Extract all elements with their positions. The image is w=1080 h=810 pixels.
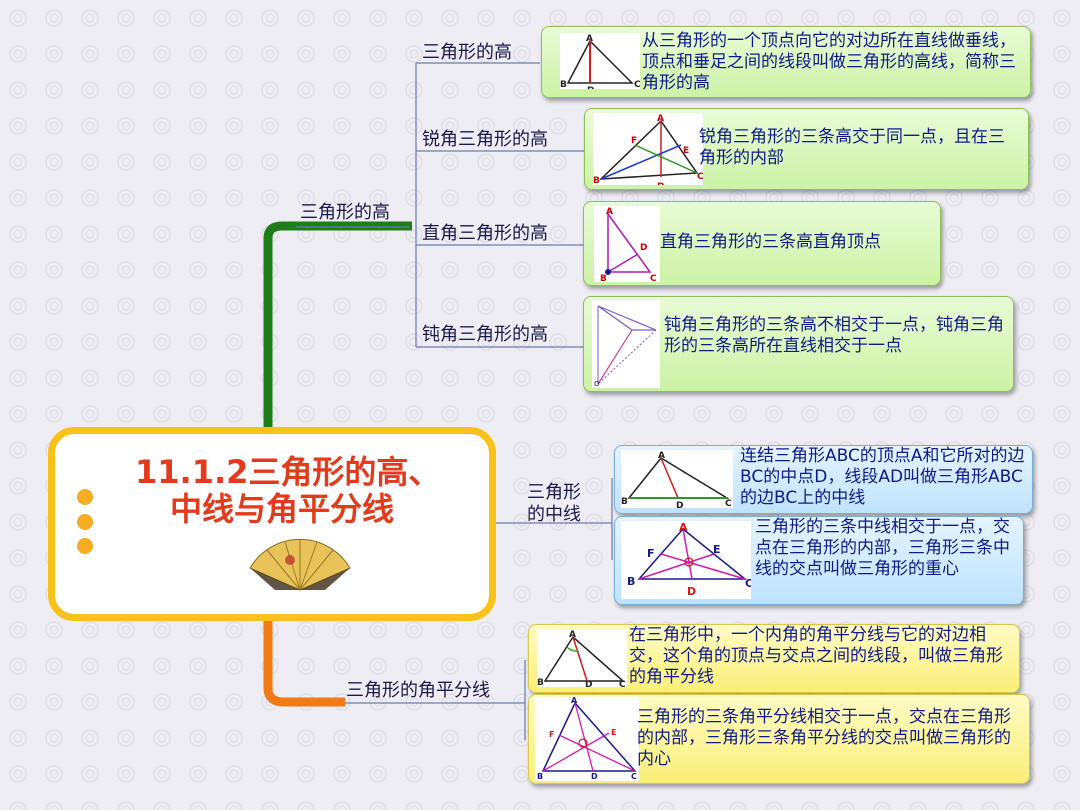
fig-label-b: B: [627, 575, 635, 588]
fig-label-d: D: [640, 243, 647, 253]
sub-label-right[interactable]: 直角三角形的高: [422, 223, 548, 244]
fig-label-f: F: [549, 730, 554, 739]
center-topic[interactable]: 11.1.2三角形的高、 中线与角平分线: [48, 427, 496, 621]
note-bisector-incenter[interactable]: A F E B D C 三角形的三条角平分线相交于一点，交点在三角形的内部，三角…: [528, 694, 1030, 784]
fig-label-d: D: [676, 501, 683, 508]
fig-label-c: C: [634, 80, 640, 89]
fig-label-b: B: [593, 176, 600, 185]
note-median-definition[interactable]: A B D C 连结三角形ABC的顶点A和它所对的边BC的中点D，线段AD叫做三…: [614, 445, 1033, 514]
fig-label-f: F: [631, 136, 637, 146]
fig-label-c: C: [650, 274, 657, 282]
figure-median-triangle: A B D C: [621, 450, 733, 508]
fig-label-a: A: [679, 521, 688, 534]
fig-label-e: E: [713, 543, 721, 556]
fig-label-c: C: [697, 172, 703, 182]
fig-label-a: A: [569, 630, 576, 640]
fig-label-d: D: [591, 772, 598, 781]
note-text: 直角三角形的三条高直角顶点: [660, 232, 881, 252]
branch-label-altitude[interactable]: 三角形的高: [300, 202, 390, 223]
fig-label-a: A: [658, 451, 665, 461]
note-altitude-definition[interactable]: A B D C 从三角形的一个顶点向它的对边所在直线做垂线，顶点和垂足之间的线段…: [541, 26, 1031, 98]
fig-label-d: D: [687, 585, 696, 598]
fig-label-a: A: [586, 34, 593, 44]
fig-label-d: D: [585, 680, 592, 687]
figure-acute-triangle: A F E B D C: [593, 113, 703, 185]
fig-label-b: B: [621, 497, 628, 507]
branch-label-bisector[interactable]: 三角形的角平分线: [346, 680, 490, 701]
center-title-line2: 中线与角平分线: [170, 490, 395, 528]
fig-label-b: B: [537, 772, 543, 781]
figure-altitude-triangle: A B D C: [560, 33, 640, 89]
fig-label-d: D: [657, 182, 664, 185]
note-text: 连结三角形ABC的顶点A和它所对的边BC的中点D，线段AD叫做三角形ABC的边B…: [740, 446, 1025, 508]
fig-label-b: B: [537, 678, 544, 687]
sub-label-acute[interactable]: 锐角三角形的高: [422, 129, 548, 150]
sub-label-altitude-def[interactable]: 三角形的高: [422, 42, 512, 63]
fig-label-a: A: [571, 697, 578, 705]
bullet-dot-2: [77, 514, 93, 530]
note-obtuse-altitudes[interactable]: o 钝角三角形的三条高不相交于一点，钝角三角形的三条高所在直线相交于一点: [583, 296, 1014, 392]
fig-label-e: E: [683, 146, 689, 156]
fig-label-c: C: [619, 680, 626, 687]
figure-centroid-triangle: A F E B D C: [621, 521, 751, 599]
fig-label-e: E: [611, 728, 616, 737]
fig-label-c: C: [745, 577, 751, 590]
fig-label-o: o: [594, 379, 600, 388]
figure-bisector-triangle: A B D C: [537, 629, 627, 687]
fig-label-a: A: [606, 207, 613, 217]
folding-fan-icon: [249, 538, 351, 591]
fig-label-a: A: [657, 114, 664, 124]
fig-label-b: B: [600, 274, 607, 282]
figure-right-triangle: A D B C: [594, 206, 660, 282]
fig-label-c: C: [631, 772, 637, 781]
note-acute-altitudes[interactable]: A F E B D C 锐角三角形的三条高交于同一点，且在三角形的内部: [584, 108, 1029, 190]
note-text: 三角形的三条角平分线相交于一点，交点在三角形的内部，三角形三条角平分线的交点叫做…: [637, 707, 1011, 769]
note-text: 三角形的三条中线相交于一点，交点在三角形的内部，三角形三条中线的交点叫做三角形的…: [755, 517, 1010, 579]
fig-label-c: C: [725, 499, 732, 508]
note-right-altitudes[interactable]: A D B C 直角三角形的三条高直角顶点: [583, 201, 941, 286]
bullet-dot-1: [77, 489, 93, 505]
sub-label-obtuse[interactable]: 钝角三角形的高: [422, 324, 548, 345]
note-text: 锐角三角形的三条高交于同一点，且在三角形的内部: [699, 127, 1005, 168]
fig-label-b: B: [560, 80, 567, 89]
note-text: 钝角三角形的三条高不相交于一点，钝角三角形的三条高所在直线相交于一点: [664, 315, 1004, 356]
note-median-centroid[interactable]: A F E B D C 三角形的三条中线相交于一点，交点在三角形的内部，三角形三…: [614, 516, 1024, 605]
figure-incenter-triangle: A F E B D C: [535, 697, 639, 781]
figure-obtuse-triangle: o: [592, 300, 660, 388]
center-title-line1: 11.1.2三角形的高、: [135, 453, 441, 491]
note-text: 在三角形中，一个内角的角平分线与它的对边相交，这个角的顶点与交点之间的线段，叫做…: [629, 625, 1003, 687]
note-text: 从三角形的一个顶点向它的对边所在直线做垂线，顶点和垂足之间的线段叫做三角形的高线…: [642, 31, 1016, 93]
fig-label-d: D: [587, 86, 594, 89]
branch-label-median[interactable]: 三角形的中线: [527, 482, 581, 525]
bullet-dot-3: [77, 538, 93, 554]
note-bisector-definition[interactable]: A B D C 在三角形中，一个内角的角平分线与它的对边相交，这个角的顶点与交点…: [528, 624, 1020, 693]
fig-label-f: F: [647, 547, 655, 560]
